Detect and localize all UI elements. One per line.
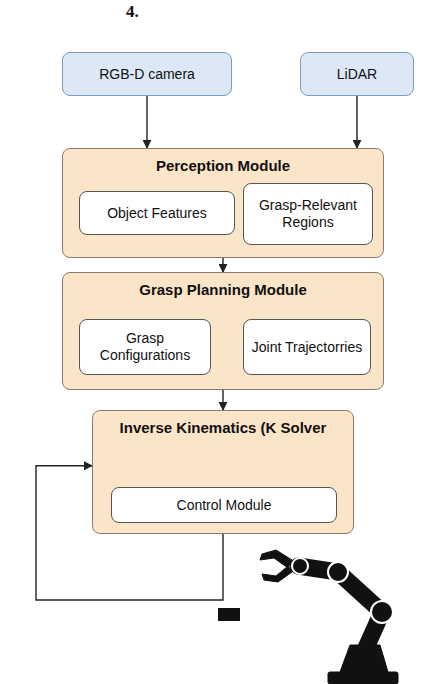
component-box: Object Features xyxy=(79,191,235,235)
module-box: Perception ModuleObject Features Grasp-Re… xyxy=(62,148,384,258)
flow-arrow xyxy=(222,390,223,410)
robot-base xyxy=(328,672,398,684)
module-title: Inverse Kinematics (K Solver xyxy=(93,411,353,437)
robot-joint xyxy=(328,562,348,582)
sensor-box: LiDAR xyxy=(300,52,414,96)
flow-arrow xyxy=(146,96,147,148)
box-label: Object Features xyxy=(107,205,207,222)
box-label: Grasp Configurations xyxy=(86,330,204,364)
gripper-finger xyxy=(262,566,292,582)
module-box: Inverse Kinematics (K SolverControl Modu… xyxy=(92,410,354,534)
box-label: Control Module xyxy=(177,497,272,514)
component-box: Control Module xyxy=(111,487,337,523)
robot-joint xyxy=(371,601,393,623)
box-label: LiDAR xyxy=(337,66,377,83)
module-title: Grasp Planning Module xyxy=(63,273,383,299)
box-label: Grasp-Relevant Regions xyxy=(250,197,366,231)
figure-number: 4. xyxy=(126,2,139,22)
component-box: Grasp-Relevant Regions xyxy=(243,183,373,245)
flow-arrow xyxy=(356,96,357,148)
module-title: Perception Module xyxy=(63,149,383,175)
module-box: Grasp Planning ModuleGrasp Configuration… xyxy=(62,272,384,390)
target-object xyxy=(218,608,240,621)
box-label: RGB-D camera xyxy=(99,66,195,83)
box-label: Joint Trajectorries xyxy=(252,339,362,356)
component-box: Joint Trajectorries xyxy=(243,319,371,375)
sensor-box: RGB-D camera xyxy=(62,52,232,96)
robot-joint xyxy=(292,558,308,574)
flow-arrow xyxy=(222,258,223,272)
component-box: Grasp Configurations xyxy=(79,319,211,375)
gripper-finger xyxy=(260,550,292,568)
robot-arm xyxy=(260,550,398,684)
